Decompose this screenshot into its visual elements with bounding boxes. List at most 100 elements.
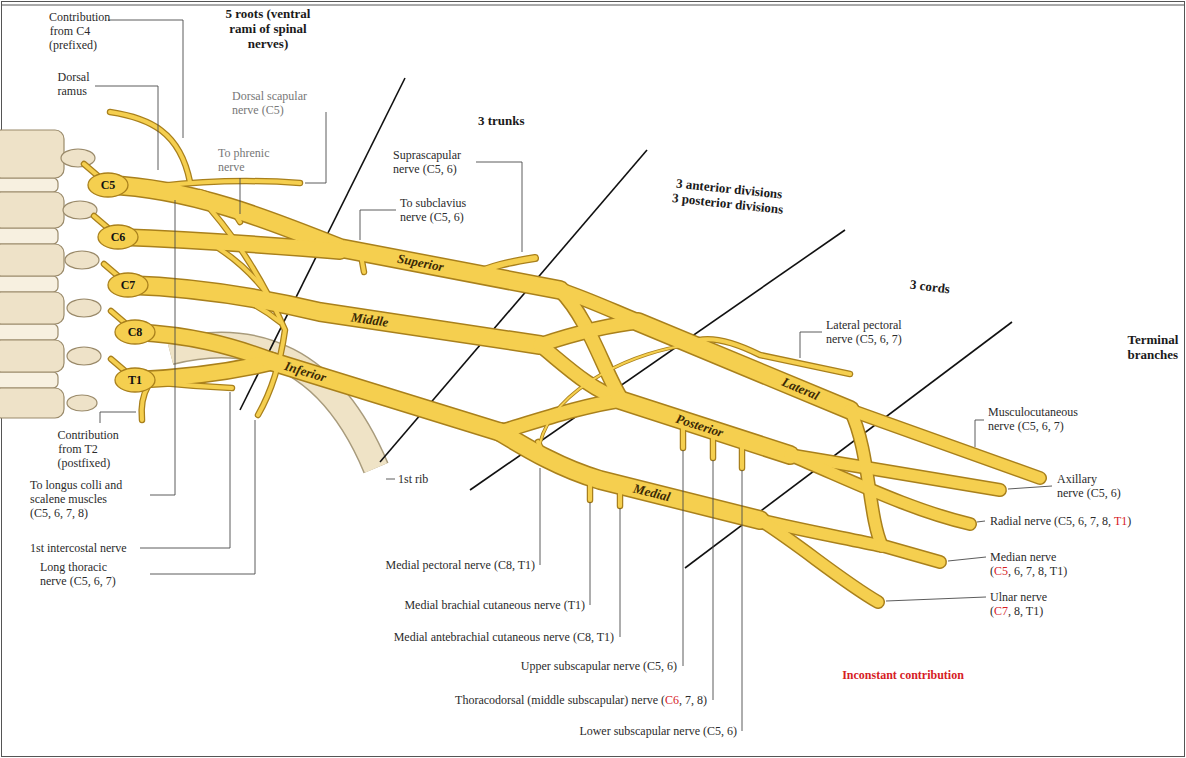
nerve: [118, 237, 340, 251]
leader-line: [948, 557, 986, 561]
nerve-outline: [160, 181, 300, 186]
disc: [0, 276, 58, 292]
root-label-line: T1: [128, 373, 142, 387]
nerve-label-line: Lateral pectoral nerve (C5, 6, 7): [826, 318, 903, 346]
vertebra: [0, 340, 64, 372]
ganglion: [108, 273, 148, 297]
nerve: [110, 112, 190, 182]
nerve-label-line: Suprascapular nerve (C5, 6): [393, 148, 458, 176]
nerve-label: Suprascapular nerve (C5, 6): [393, 148, 461, 176]
nerve-label-line: (C7, 8, T1): [990, 604, 1043, 618]
disc: [0, 324, 58, 340]
inconstant-root: C6: [665, 693, 679, 707]
leader-line: [683, 450, 684, 666]
nerve-label: (: [990, 604, 994, 618]
nerve-label-line: To longus colli and scalene muscles (C5,…: [30, 478, 124, 520]
nerve-label-line: Thoracodorsal (middle subscapular) nerve…: [455, 693, 707, 707]
leader-line: [386, 479, 395, 480]
vertebra: [0, 130, 64, 178]
root-label: C7: [121, 278, 136, 292]
leader-line: [100, 412, 136, 423]
nerve-outline: [880, 545, 940, 562]
nerve-label-line: To subclavius nerve (C5, 6): [400, 196, 468, 224]
trunk-label: Inferior: [283, 358, 328, 385]
section-heading-line: 3 trunks: [478, 113, 525, 128]
disc: [0, 228, 58, 244]
nerve-outline: [110, 112, 190, 182]
nerve: [790, 455, 970, 524]
nerve: [108, 185, 560, 290]
vertebra: [0, 292, 64, 324]
root-label: C6: [111, 230, 126, 244]
ganglion: [88, 173, 128, 197]
inconstant-root: T1: [1114, 514, 1127, 528]
transverse-process: [65, 251, 99, 269]
leader-line: [305, 112, 326, 183]
nerve-label: Thoracodorsal (middle subscapular) nerve…: [455, 693, 665, 707]
ganglia: [88, 173, 155, 392]
nerve-label-line: Medial antebrachial cutaneous nerve (C8,…: [394, 630, 614, 644]
inconstant-root: C7: [994, 604, 1008, 618]
leader-line: [975, 420, 984, 447]
nerve-label: To phrenic nerve: [218, 146, 269, 174]
nerve-label-line: Radial nerve (C5, 6, 7, 8,T1): [990, 514, 1131, 528]
nerve-label: Upper subscapular nerve (C5, 6): [521, 659, 677, 673]
nerve-label-line: To phrenic nerve: [218, 146, 271, 174]
nerve-label: Lateral pectoral nerve (C5, 6, 7): [826, 318, 902, 346]
nerve-label: To longus colli and scalene muscles (C5,…: [30, 478, 122, 520]
nerve-label-line: Upper subscapular nerve (C5, 6): [521, 659, 677, 673]
cord-label-line: Lateral: [779, 375, 820, 403]
nerve-label: Radial nerve (C5, 6, 7, 8,: [990, 514, 1111, 528]
nerve-label-line: (C5, 6, 7, 8, T1): [990, 564, 1067, 578]
section-heading: Terminal branches: [1128, 332, 1179, 362]
trunk-label-line: Superior: [396, 252, 445, 275]
section-heading: 3 trunks: [478, 113, 525, 128]
nerve-label: Dorsal scapular nerve (C5): [232, 89, 307, 117]
cord-label-line: Posterior: [674, 412, 725, 440]
nerve: [500, 432, 760, 520]
nerve-label-line: 1st intercostal nerve: [30, 541, 127, 555]
nerve-label: Medial pectoral nerve (C8, T1): [386, 558, 535, 572]
nerve-outline: [620, 400, 790, 455]
bone-label: 1st rib: [398, 472, 428, 486]
leader-line: [95, 86, 158, 170]
section-heading-line: 3 anterior divisions 3 posterior divisio…: [670, 175, 786, 217]
root-label-line: C7: [121, 278, 136, 292]
nerve-label: Contribution from T2 (postfixed): [58, 428, 119, 470]
nerve-label: Contribution from C4 (prefixed): [49, 10, 110, 52]
nerve-label: ): [1127, 514, 1131, 528]
disc: [0, 178, 58, 192]
nerve-label-line: Contribution from C4 (prefixed): [49, 10, 91, 52]
vertebra: [0, 244, 64, 276]
nerve-label: Musculocutaneous nerve (C5, 6, 7): [988, 405, 1078, 433]
trunk-label-line: Inferior: [283, 359, 328, 385]
nerve-label: Median nerve: [990, 550, 1056, 564]
nerve-label: 1st intercostal nerve: [30, 541, 127, 555]
leader-line: [742, 470, 743, 731]
disc: [0, 372, 58, 388]
vertebral-column: [0, 130, 101, 418]
section-heading-line: 5 roots (ventral rami of spinal nerves): [225, 6, 311, 51]
cord-label: Lateral: [779, 374, 821, 403]
leader-line: [590, 502, 591, 605]
leader-line: [977, 521, 985, 522]
inconstant-root: C5: [994, 564, 1008, 578]
transverse-process: [67, 395, 97, 411]
section-heading: 3 cords: [909, 276, 951, 296]
legend-note-line: Inconstant contribution: [842, 668, 964, 682]
nerve-outline: [135, 362, 272, 380]
legend-note: Inconstant contribution: [842, 668, 964, 682]
nerve-outlines: [84, 112, 1040, 602]
nerve: [540, 322, 640, 345]
frame-line: [2, 5, 1185, 6]
nerve-label-line: Axillary nerve (C5, 6): [1057, 472, 1122, 500]
root-label: T1: [128, 373, 142, 387]
ganglion: [115, 320, 155, 344]
transverse-process: [67, 299, 101, 317]
vertebra: [0, 388, 64, 418]
transverse-process: [61, 149, 95, 167]
cord-label: Posterior: [674, 411, 725, 440]
nerve-label: , 6, 7, 8, T1): [1008, 564, 1067, 578]
